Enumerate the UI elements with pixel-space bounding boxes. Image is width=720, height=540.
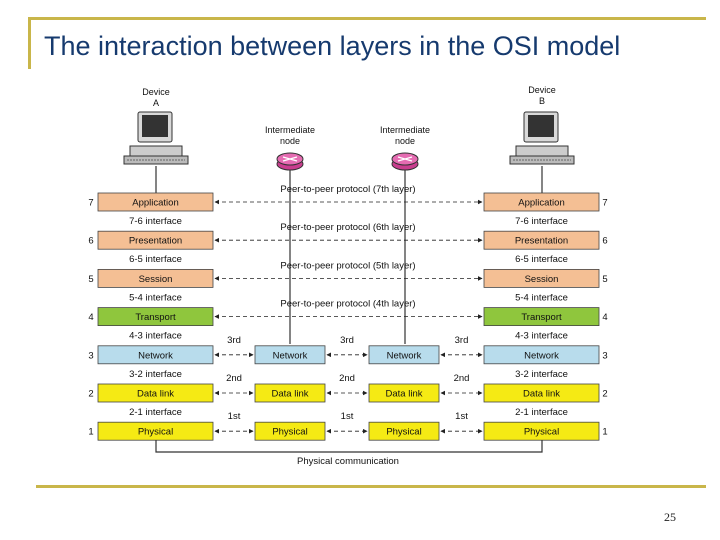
intermediate-layer-box <box>368 421 440 441</box>
interface-label-a: 4-3 interface <box>129 331 182 342</box>
layer-label-b: Presentation <box>515 236 568 247</box>
layer-box-b <box>483 230 600 250</box>
interface-label-a: 2-1 interface <box>129 407 182 418</box>
layer-number-left: 3 <box>88 350 93 361</box>
intermediate-node-2-line1: Intermediate <box>380 125 430 135</box>
layer-number-left: 5 <box>88 274 93 285</box>
interface-label-b: 7-6 interface <box>515 216 568 227</box>
layer-label-b: Physical <box>524 427 559 438</box>
layer-number-right: 4 <box>602 312 607 323</box>
intermediate-layer-label: Network <box>273 350 308 361</box>
device-a-id: A <box>153 98 159 108</box>
intermediate-layer-box <box>368 383 440 403</box>
intermediate-layer-label: Physical <box>272 427 307 438</box>
layer-label-b: Transport <box>521 312 562 323</box>
computer-icon-device-a <box>123 111 189 165</box>
decorative-bottom-rule <box>36 485 706 488</box>
layer-number-left: 7 <box>88 198 93 209</box>
intermediate-layer-box <box>254 383 326 403</box>
hop-label: 3rd <box>227 335 241 346</box>
interface-label-a: 5-4 interface <box>129 292 182 303</box>
layer-box-b <box>483 345 600 365</box>
intermediate-layer-label: Network <box>387 350 422 361</box>
intermediate-layer-label: Data link <box>386 389 423 400</box>
interface-label-a: 7-6 interface <box>129 216 182 227</box>
intermediate-layer-box <box>254 345 326 365</box>
interface-label-b: 4-3 interface <box>515 331 568 342</box>
decorative-top-rule <box>28 17 706 20</box>
device-a-label: Device <box>142 87 170 97</box>
layer-number-right: 7 <box>602 198 607 209</box>
layer-label-a: Presentation <box>129 236 182 247</box>
intermediate-layer-box <box>254 421 326 441</box>
intermediate-node-1-line1: Intermediate <box>265 125 315 135</box>
hop-label: 2nd <box>226 373 242 384</box>
layer-box-a <box>97 192 214 212</box>
layer-box-b <box>483 307 600 327</box>
device-b-label: Device <box>528 85 556 95</box>
layer-label-b: Data link <box>523 389 560 400</box>
decorative-left-rule <box>28 17 31 69</box>
layer-label-a: Transport <box>135 312 176 323</box>
interface-label-a: 3-2 interface <box>129 369 182 380</box>
layer-label-a: Data link <box>137 389 174 400</box>
layer-label-b: Network <box>524 350 559 361</box>
intermediate-node-2-line2: node <box>395 136 415 146</box>
layer-box-b <box>483 383 600 403</box>
hop-label: 3rd <box>340 335 354 346</box>
layer-number-right: 1 <box>602 427 607 438</box>
hop-label: 1st <box>341 411 354 422</box>
layer-number-left: 4 <box>88 312 93 323</box>
interface-label-b: 6-5 interface <box>515 254 568 265</box>
layer-number-right: 5 <box>602 274 607 285</box>
page-number: 25 <box>664 510 676 524</box>
hop-label: 3rd <box>455 335 469 346</box>
computer-icon-device-b <box>509 111 575 165</box>
peer-protocol-label: Peer-to-peer protocol (5th layer) <box>280 260 415 271</box>
layer-box-b <box>483 192 600 212</box>
device-b-id: B <box>539 96 545 106</box>
peer-protocol-label: Peer-to-peer protocol (6th layer) <box>280 222 415 233</box>
interface-label-b: 5-4 interface <box>515 292 568 303</box>
layer-number-left: 2 <box>88 389 93 400</box>
layer-box-a <box>97 307 214 327</box>
interface-label-b: 2-1 interface <box>515 407 568 418</box>
physical-communication-label: Physical communication <box>297 456 399 467</box>
layer-number-right: 6 <box>602 236 607 247</box>
layer-number-left: 6 <box>88 236 93 247</box>
router-icon-intermediate-2 <box>391 152 419 171</box>
intermediate-layer-label: Physical <box>386 427 421 438</box>
intermediate-layer-label: Data link <box>272 389 309 400</box>
interface-label-b: 3-2 interface <box>515 369 568 380</box>
layer-label-a: Application <box>132 198 178 209</box>
router-icon-intermediate-1 <box>276 152 304 171</box>
layer-box-a <box>97 383 214 403</box>
hop-label: 2nd <box>454 373 470 384</box>
layer-box-a <box>97 268 214 288</box>
slide-title: The interaction between layers in the OS… <box>44 31 621 61</box>
peer-protocol-label: Peer-to-peer protocol (7th layer) <box>280 184 415 195</box>
layer-label-a: Network <box>138 350 173 361</box>
layer-label-b: Session <box>525 274 559 285</box>
layer-label-b: Application <box>518 198 564 209</box>
layer-box-a <box>97 230 214 250</box>
layer-label-a: Session <box>139 274 173 285</box>
layer-number-left: 1 <box>88 427 93 438</box>
layer-number-right: 2 <box>602 389 607 400</box>
layer-number-right: 3 <box>602 350 607 361</box>
intermediate-layer-box <box>368 345 440 365</box>
hop-label: 1st <box>455 411 468 422</box>
layer-box-a <box>97 345 214 365</box>
hop-label: 1st <box>228 411 241 422</box>
interface-label-a: 6-5 interface <box>129 254 182 265</box>
hop-label: 2nd <box>339 373 355 384</box>
peer-protocol-label: Peer-to-peer protocol (4th layer) <box>280 299 415 310</box>
layer-label-a: Physical <box>138 427 173 438</box>
layer-box-b <box>483 268 600 288</box>
intermediate-node-1-line2: node <box>280 136 300 146</box>
physical-communication-path <box>155 440 543 453</box>
